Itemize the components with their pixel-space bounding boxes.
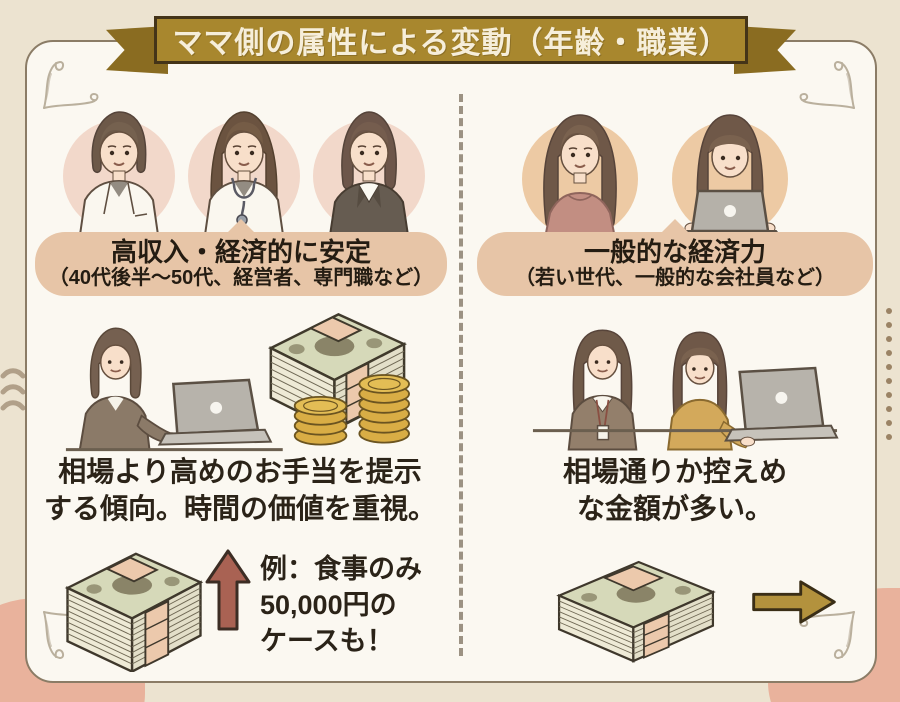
right-arrow-icon xyxy=(750,578,838,626)
dot xyxy=(886,420,892,426)
right-attribute-label: 一般的な経済力 （若い世代、一般的な会社員など） xyxy=(477,232,873,296)
up-arrow-icon xyxy=(204,548,252,632)
doctor-woman-icon xyxy=(57,96,181,243)
dot xyxy=(886,336,892,342)
banknote-stack-icon xyxy=(552,552,720,664)
dot xyxy=(886,350,892,356)
left-example-text: 例：食事のみ 50,000円の ケースも！ xyxy=(260,551,450,660)
dot xyxy=(886,392,892,398)
left-description-line1: 相場より高めのお手当を提示 xyxy=(58,456,422,487)
right-description-line1: 相場通りか控えめ xyxy=(562,456,787,487)
left-description-line2: する傾向。時間の価値を重視。 xyxy=(43,492,436,524)
corner-flourish-icon xyxy=(799,61,855,109)
dot xyxy=(886,378,892,384)
wave-lines-icon xyxy=(0,368,26,411)
left-attribute-label: 高収入・経済的に安定 （40代後半〜50代、経営者、専門職など） xyxy=(35,232,447,296)
left-example-line2: 50,000円の xyxy=(260,590,397,621)
right-label-title: 一般的な経済力 xyxy=(583,236,766,267)
stethoscope-doctor-woman-icon xyxy=(182,96,306,243)
dot xyxy=(886,434,892,440)
title-ribbon: ママ側の属性による変動（年齢・職業） xyxy=(154,16,748,64)
dot xyxy=(886,364,892,370)
dot xyxy=(886,406,892,412)
left-example-line1: 例：食事のみ xyxy=(260,554,422,584)
right-scene-illustration xyxy=(525,298,843,453)
corner-flourish-icon xyxy=(43,61,99,109)
column-divider xyxy=(459,94,463,656)
business-suit-woman-icon xyxy=(307,96,431,243)
left-description: 相場より高めのお手当を提示 する傾向。時間の価値を重視。 xyxy=(30,454,450,528)
right-description: 相場通りか控えめ な金額が多い。 xyxy=(487,454,863,528)
banknote-stack-icon xyxy=(58,542,210,674)
left-label-subtitle: （40代後半〜50代、経営者、専門職など） xyxy=(48,267,434,290)
left-label-title: 高収入・経済的に安定 xyxy=(110,236,371,267)
left-scene-illustration xyxy=(52,300,420,452)
right-description-line2: な金額が多い。 xyxy=(576,492,773,524)
dot xyxy=(886,308,892,314)
page-title: ママ側の属性による変動（年齢・職業） xyxy=(172,27,730,60)
left-example-line3: ケースも！ xyxy=(260,626,394,657)
dot xyxy=(886,322,892,328)
right-label-subtitle: （若い世代、一般的な会社員など） xyxy=(515,267,835,290)
margin-dots-decoration xyxy=(886,308,892,440)
long-hair-woman-icon xyxy=(518,97,642,244)
